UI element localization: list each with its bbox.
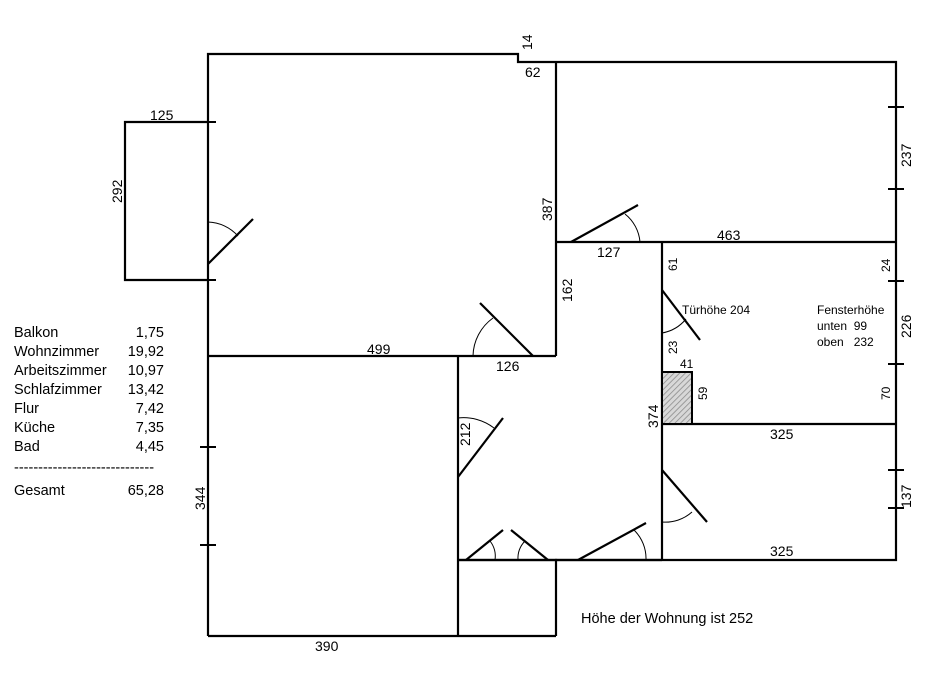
dim-325-top: 325 <box>770 426 794 442</box>
door-hall <box>457 417 504 478</box>
dim-325-bottom: 325 <box>770 543 794 559</box>
dim-top-step: 14 <box>519 34 535 50</box>
door-height-note: Türhöhe 204 <box>682 303 750 317</box>
dim-59: 59 <box>696 386 710 400</box>
dim-499: 499 <box>367 341 391 357</box>
dim-balcony-depth: 292 <box>109 179 125 203</box>
dimension-ticks <box>200 106 904 546</box>
door-living <box>479 302 534 357</box>
dim-237: 237 <box>898 143 914 167</box>
door-kitchen-hall <box>577 522 647 561</box>
dim-balcony-width: 125 <box>150 107 174 123</box>
door-study <box>570 204 639 243</box>
bath-outline <box>458 558 558 636</box>
window-height-title: Fensterhöhe <box>817 303 885 317</box>
door-bath-2 <box>510 529 549 561</box>
dim-137: 137 <box>898 484 914 508</box>
dim-61: 61 <box>666 257 680 271</box>
dim-387: 387 <box>539 197 555 221</box>
door-bedroom <box>661 289 701 341</box>
dim-212: 212 <box>457 422 473 446</box>
dim-390: 390 <box>315 638 339 654</box>
door-bath-1 <box>465 529 504 561</box>
door-kitchen <box>661 469 708 523</box>
dim-24: 24 <box>879 258 893 272</box>
window-height-high: oben 232 <box>817 335 874 349</box>
ceiling-height-note: Höhe der Wohnung ist 252 <box>581 611 754 627</box>
legend-separator: ----------------------------- <box>14 460 155 476</box>
doors <box>207 204 708 561</box>
door-balcony <box>207 218 254 265</box>
dim-23: 23 <box>666 340 680 354</box>
dim-374: 374 <box>645 404 661 428</box>
walls <box>123 52 898 638</box>
dim-62: 62 <box>525 64 541 80</box>
dim-162: 162 <box>559 278 575 302</box>
dim-226: 226 <box>898 314 914 338</box>
dim-344: 344 <box>192 486 208 510</box>
window-height-low: unten 99 <box>817 319 867 333</box>
dim-70: 70 <box>879 386 893 400</box>
wall-outer-top <box>206 52 898 636</box>
balcony-outline <box>123 120 208 282</box>
dim-463: 463 <box>717 227 741 243</box>
dim-127: 127 <box>597 244 621 260</box>
chimney <box>661 371 693 425</box>
dim-41: 41 <box>680 357 694 371</box>
dim-126: 126 <box>496 358 520 374</box>
